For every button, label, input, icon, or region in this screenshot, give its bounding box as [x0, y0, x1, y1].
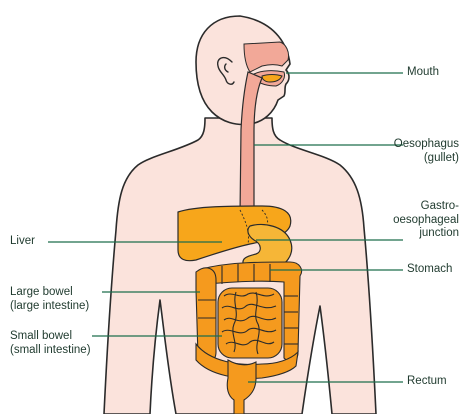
label-rectum: Rectum [407, 375, 447, 389]
label-large-bowel: Large bowel (large intestine) [10, 286, 89, 313]
label-mouth: Mouth [407, 66, 439, 80]
small-bowel [218, 288, 282, 358]
label-small-bowel: Small bowel (small intestine) [10, 330, 91, 357]
label-gastro-oesophageal-junction: Gastro- oesophageal junction [393, 200, 459, 241]
label-liver: Liver [10, 235, 35, 249]
label-oesophagus: Oesophagus (gullet) [394, 138, 459, 165]
label-stomach: Stomach [407, 263, 452, 277]
